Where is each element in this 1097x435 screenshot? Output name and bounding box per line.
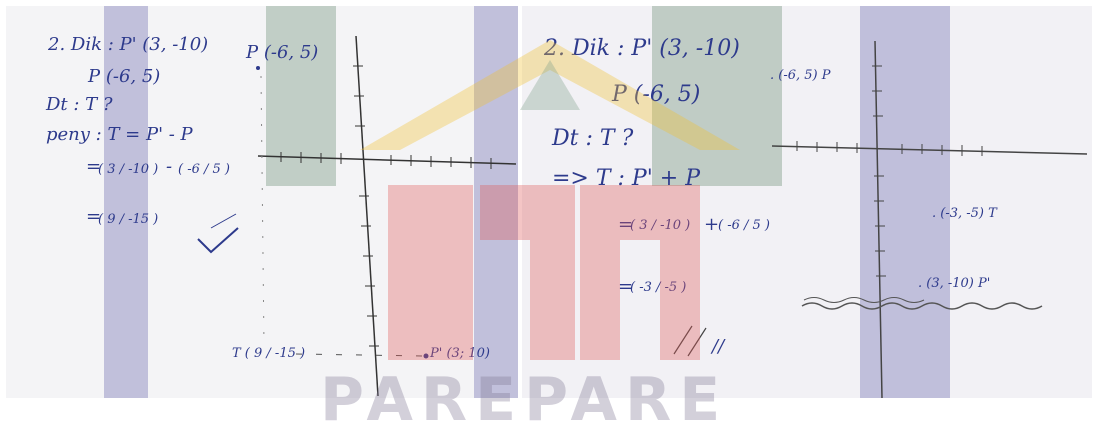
left-worksheet-photo: 2. Dik : P' (3, -10) P (-6, 5) Dt : T ? … [6, 6, 518, 398]
watermark-stripe [104, 6, 148, 398]
given-line: P (-6, 5) [88, 66, 161, 87]
point-label-p-prime: . (3, -10) P' [918, 276, 991, 291]
watermark-text: PAREPARE [320, 365, 729, 435]
vector: ( -6 / 5 ) [718, 218, 770, 233]
watermark-stripe [474, 6, 518, 398]
vector: ( 3 / -10 ) [630, 218, 691, 233]
equals-sign: = [86, 206, 102, 227]
given-line: 2. Dik : P' (3, -10) [544, 36, 740, 61]
right-worksheet-photo: 2. Dik : P' (3, -10) P (-6, 5) Dt : T ? … [522, 6, 1092, 398]
vector: ( 3 / -10 ) [98, 162, 159, 177]
result-vector: ( 9 / -15 ) [98, 212, 159, 227]
result-vector: ( -3 / -5 ) [630, 280, 687, 295]
solution-line: => T : P' + P [552, 166, 701, 191]
left-coordinate-axes [197, 35, 517, 397]
minus-sign: - [166, 156, 173, 177]
point-label-t: T ( 9 / -15 ) [232, 346, 306, 361]
vector: ( -6 / 5 ) [178, 162, 230, 177]
final-mark: // [712, 336, 725, 357]
asked-line: Dt : T ? [46, 94, 113, 115]
point-label-t: . (-3, -5) T [932, 206, 997, 221]
right-coordinate-axes [673, 40, 1088, 398]
watermark-stripe [652, 6, 782, 186]
solution-line: peny : T = P' - P [46, 124, 193, 145]
equals-sign: = [618, 276, 634, 297]
point-label-p: P (-6, 5) [246, 42, 319, 63]
equals-sign: = [618, 214, 634, 235]
point-label-p-prime: P' (3; 10) [430, 346, 490, 361]
equals-sign: = [86, 156, 102, 177]
point-label-p: . (-6, 5) P [770, 68, 831, 83]
asked-line: Dt : T ? [552, 126, 634, 151]
plus-sign: + [704, 214, 720, 235]
given-line: P (-6, 5) [612, 82, 701, 107]
given-line: 2. Dik : P' (3, -10) [48, 34, 209, 55]
